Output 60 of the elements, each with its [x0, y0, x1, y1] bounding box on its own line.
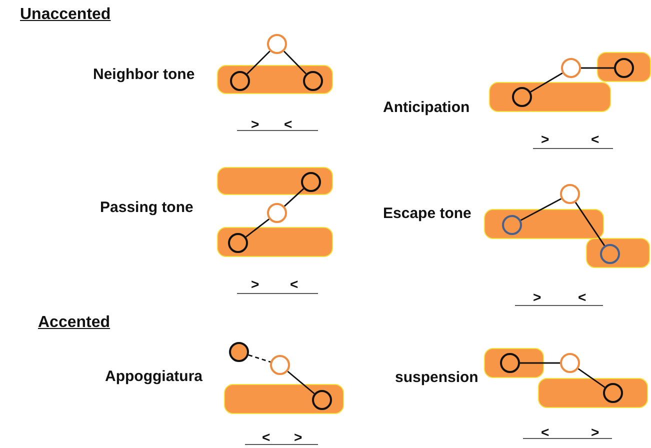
interval-sign: > — [251, 277, 260, 291]
connector-line — [530, 72, 563, 92]
chord-bar — [217, 227, 333, 257]
note-circle — [600, 244, 620, 264]
note-circle — [267, 34, 287, 54]
chord-bar — [217, 167, 333, 195]
note-circle — [614, 58, 634, 78]
interval-sign: < — [578, 290, 586, 304]
interval-sign: > — [591, 425, 600, 439]
interval-sign: < — [591, 132, 600, 146]
connector-line — [581, 67, 614, 69]
connector-line — [520, 198, 562, 221]
chord-bar — [484, 209, 604, 239]
tone-type-label: Escape tone — [383, 206, 472, 221]
tone-type-label: Appoggiatura — [105, 369, 202, 384]
interval-sign: > — [533, 290, 542, 304]
note-circle — [512, 87, 532, 107]
interval-sign: < — [284, 117, 292, 131]
interval-sign: > — [294, 430, 302, 444]
note-circle — [230, 71, 250, 91]
chord-bar — [597, 52, 651, 82]
chord-bar — [538, 378, 648, 408]
note-circle — [502, 215, 522, 235]
connector-line — [284, 188, 304, 207]
note-circle — [561, 58, 581, 78]
chord-bar — [224, 384, 344, 414]
connector-line — [287, 370, 315, 394]
connector-line — [574, 202, 606, 246]
note-circle — [270, 355, 290, 375]
tone-type-label: suspension — [395, 370, 478, 385]
interval-sign: < — [290, 277, 298, 291]
interval-sign: < — [262, 430, 270, 444]
note-circle — [560, 184, 580, 204]
section-heading: Accented — [38, 315, 110, 331]
note-circle — [312, 390, 332, 410]
chord-bar — [484, 348, 544, 378]
chord-bar — [217, 65, 333, 94]
section-heading: Unaccented — [20, 7, 111, 23]
note-circle — [229, 342, 249, 362]
note-circle — [301, 172, 321, 192]
interval-sign: > — [251, 117, 260, 131]
chord-bar — [586, 238, 650, 268]
note-circle — [603, 383, 623, 403]
note-circle — [267, 203, 287, 223]
tone-type-label: Anticipation — [383, 100, 470, 115]
connector-line — [246, 50, 270, 74]
connector-line — [520, 362, 560, 364]
note-circle — [500, 353, 520, 373]
connector-line — [578, 368, 606, 388]
note-circle — [560, 353, 580, 373]
connector-line — [284, 50, 306, 74]
interval-sign: > — [541, 132, 550, 146]
connector-line — [245, 218, 270, 238]
note-circle — [303, 71, 323, 91]
connector-line — [248, 354, 271, 363]
chord-bar — [489, 82, 611, 112]
tone-type-label: Neighbor tone — [93, 67, 195, 82]
interval-sign: < — [541, 425, 550, 439]
tone-type-label: Passing tone — [100, 200, 194, 215]
note-circle — [228, 233, 248, 253]
